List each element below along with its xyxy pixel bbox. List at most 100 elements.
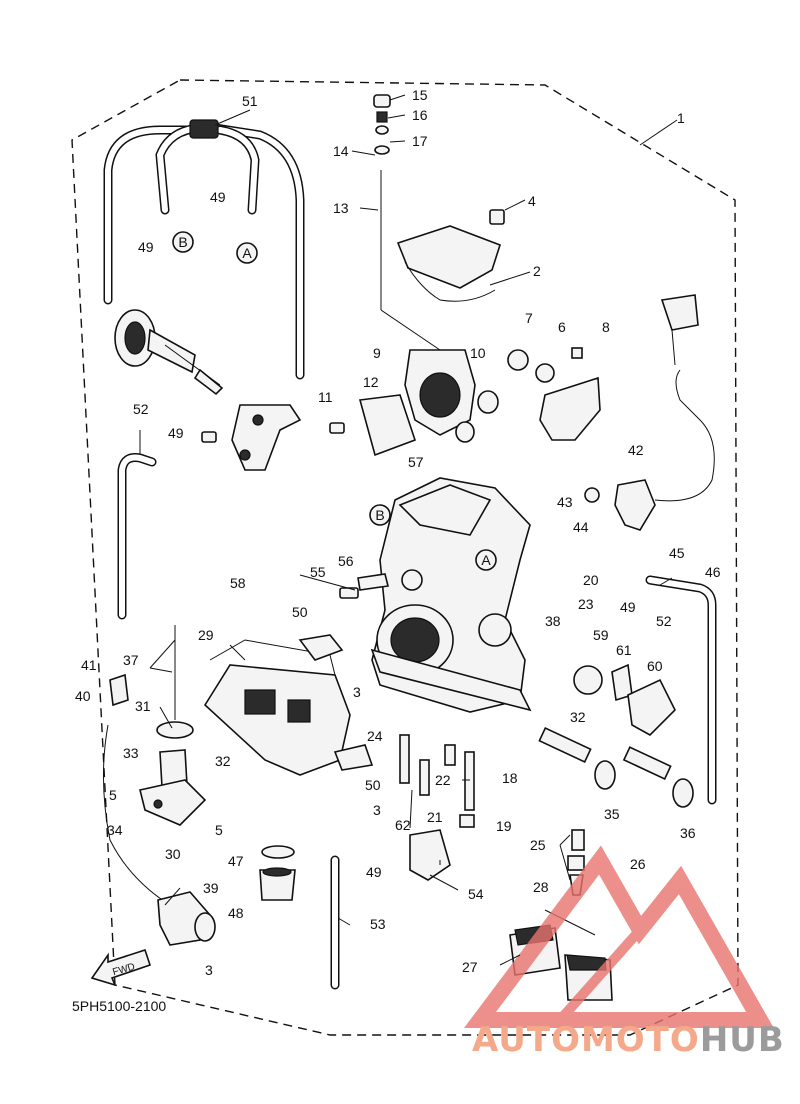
assembly-boundary <box>71 79 739 1036</box>
callout-49: 49 <box>620 599 636 615</box>
marker-b-body: B <box>375 507 384 523</box>
callout-49: 49 <box>366 864 382 880</box>
callout-31: 31 <box>135 698 151 714</box>
throttle-position-sensor-42 <box>584 294 715 531</box>
callout-57: 57 <box>408 454 424 470</box>
callout-16: 16 <box>412 107 428 123</box>
watermark-text-part1: AUTOMOTO <box>472 1020 700 1060</box>
callout-52: 52 <box>133 401 149 417</box>
callouts: 1 2 3 3 3 4 5 5 6 7 8 9 10 11 12 13 14 1… <box>75 87 721 978</box>
callout-61: 61 <box>616 642 632 658</box>
callout-60: 60 <box>647 658 663 674</box>
callout-55: 55 <box>310 564 326 580</box>
callout-14: 14 <box>333 143 349 159</box>
diagram-reference-code: 5PH5100-2100 <box>72 998 167 1014</box>
leader-lines <box>139 94 678 966</box>
callout-33: 33 <box>123 745 139 761</box>
forward-arrow-icon: FWD <box>90 948 152 987</box>
callout-7: 7 <box>525 310 533 326</box>
callout-44: 44 <box>573 519 589 535</box>
callout-50: 50 <box>365 777 381 793</box>
callout-42: 42 <box>628 442 644 458</box>
watermark-text-part2: HUB <box>699 1020 785 1060</box>
throttle-stop-screw <box>114 309 224 396</box>
needle-assembly-top <box>373 94 441 351</box>
callout-50: 50 <box>292 604 308 620</box>
callout-35: 35 <box>604 806 620 822</box>
callout-22: 22 <box>435 772 451 788</box>
top-cover-2 <box>396 209 505 302</box>
callout-34: 34 <box>107 822 123 838</box>
callout-40: 40 <box>75 688 91 704</box>
callout-45: 45 <box>669 545 685 561</box>
callout-54: 54 <box>468 886 484 902</box>
watermark-text: AUTOMOTOHUB <box>472 1020 785 1060</box>
callout-36: 36 <box>680 825 696 841</box>
callout-5: 5 <box>215 822 223 838</box>
callout-43: 43 <box>557 494 573 510</box>
callout-59: 59 <box>593 627 609 643</box>
overflow-hose-52-right <box>645 575 717 805</box>
callout-11: 11 <box>318 389 333 405</box>
callout-41: 41 <box>81 657 97 673</box>
callout-23: 23 <box>578 596 594 612</box>
callout-3: 3 <box>373 802 381 818</box>
callout-8: 8 <box>602 319 610 335</box>
callout-12: 12 <box>363 374 379 390</box>
callout-15: 15 <box>412 87 428 103</box>
callout-26: 26 <box>630 856 646 872</box>
callout-4: 4 <box>528 193 536 209</box>
float-chamber-29 <box>203 634 374 776</box>
callout-49: 49 <box>210 189 226 205</box>
callout-58: 58 <box>230 575 246 591</box>
callout-52: 52 <box>656 613 672 629</box>
callout-5: 5 <box>109 787 117 803</box>
callout-6: 6 <box>558 319 566 335</box>
callout-24: 24 <box>367 728 383 744</box>
callout-48: 48 <box>228 905 244 921</box>
callout-51: 51 <box>242 93 258 109</box>
callout-1: 1 <box>677 110 685 126</box>
throttle-cable-39 <box>102 724 216 946</box>
drain-plug-48 <box>259 845 296 901</box>
marker-a-top: A <box>242 245 252 261</box>
throttle-shaft-body-9 <box>358 349 499 457</box>
callout-49: 49 <box>168 425 184 441</box>
callout-17: 17 <box>412 133 428 149</box>
callout-49: 49 <box>138 239 154 255</box>
callout-32: 32 <box>215 753 231 769</box>
throttle-cable-bracket <box>201 404 345 471</box>
callout-46: 46 <box>705 564 721 580</box>
pilot-screws <box>339 573 389 599</box>
callout-21: 21 <box>427 809 443 825</box>
marker-a-body: A <box>481 552 491 568</box>
float-parts <box>109 625 207 826</box>
callout-56: 56 <box>338 553 354 569</box>
jets-and-needle <box>399 727 694 896</box>
callout-3: 3 <box>205 962 213 978</box>
accelerator-pump-parts <box>573 663 676 736</box>
markers: B A B A <box>172 231 497 571</box>
throttle-lever <box>507 347 601 441</box>
callout-9: 9 <box>373 345 381 361</box>
callout-25: 25 <box>530 837 546 853</box>
callout-2: 2 <box>533 263 541 279</box>
callout-3: 3 <box>353 684 361 700</box>
callout-10: 10 <box>470 345 486 361</box>
callout-20: 20 <box>583 572 599 588</box>
callout-19: 19 <box>496 818 512 834</box>
callout-29: 29 <box>198 627 214 643</box>
callout-13: 13 <box>333 200 349 216</box>
callout-30: 30 <box>165 846 181 862</box>
overflow-hose-52-left <box>117 453 157 620</box>
callout-32: 32 <box>570 709 586 725</box>
callout-18: 18 <box>502 770 518 786</box>
callout-47: 47 <box>228 853 244 869</box>
vent-hose-51 <box>103 119 305 380</box>
callout-53: 53 <box>370 916 386 932</box>
callout-37: 37 <box>123 652 139 668</box>
marker-b-top: B <box>178 234 187 250</box>
callout-28: 28 <box>533 879 549 895</box>
callout-62: 62 <box>395 817 411 833</box>
